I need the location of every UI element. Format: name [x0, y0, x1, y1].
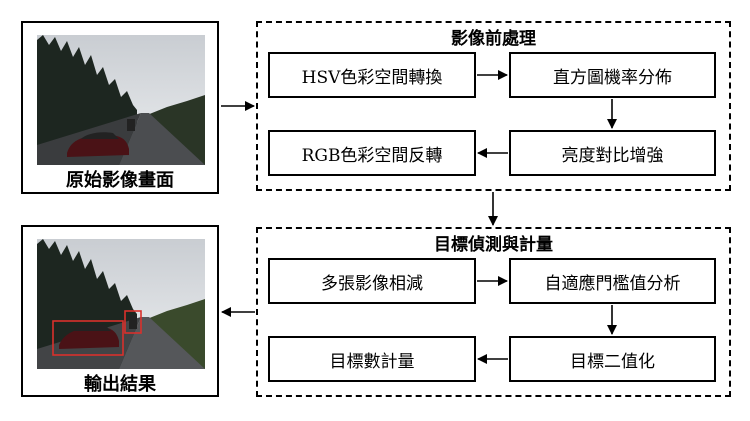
preprocess-group	[256, 21, 731, 191]
detect-group-title: 目標偵測與計量	[434, 235, 553, 255]
preprocess-group-title: 影像前處理	[451, 29, 536, 49]
step-target-count: 目標數計量	[268, 336, 476, 382]
original-image-caption: 原始影像畫面	[66, 170, 174, 191]
detect-group	[256, 227, 731, 397]
output-image-caption: 輸出結果	[84, 374, 156, 395]
step-histogram-distribution: 直方圖機率分佈	[509, 52, 716, 98]
detection-box-car	[52, 320, 124, 356]
step-image-subtraction: 多張影像相減	[268, 258, 476, 304]
step-contrast-enhance: 亮度對比增強	[509, 130, 716, 176]
step-adaptive-threshold: 自適應門檻值分析	[509, 258, 716, 304]
output-road-photo	[37, 239, 205, 369]
step-target-binarize: 目標二值化	[509, 336, 716, 382]
step-rgb-inverse: RGB色彩空間反轉	[268, 130, 476, 176]
original-road-photo	[37, 35, 205, 165]
original-image-panel: 原始影像畫面	[21, 21, 219, 194]
output-image-panel: 輸出結果	[21, 225, 219, 397]
detection-box-person	[124, 310, 142, 334]
step-hsv-conversion: HSV色彩空間轉換	[268, 52, 476, 98]
